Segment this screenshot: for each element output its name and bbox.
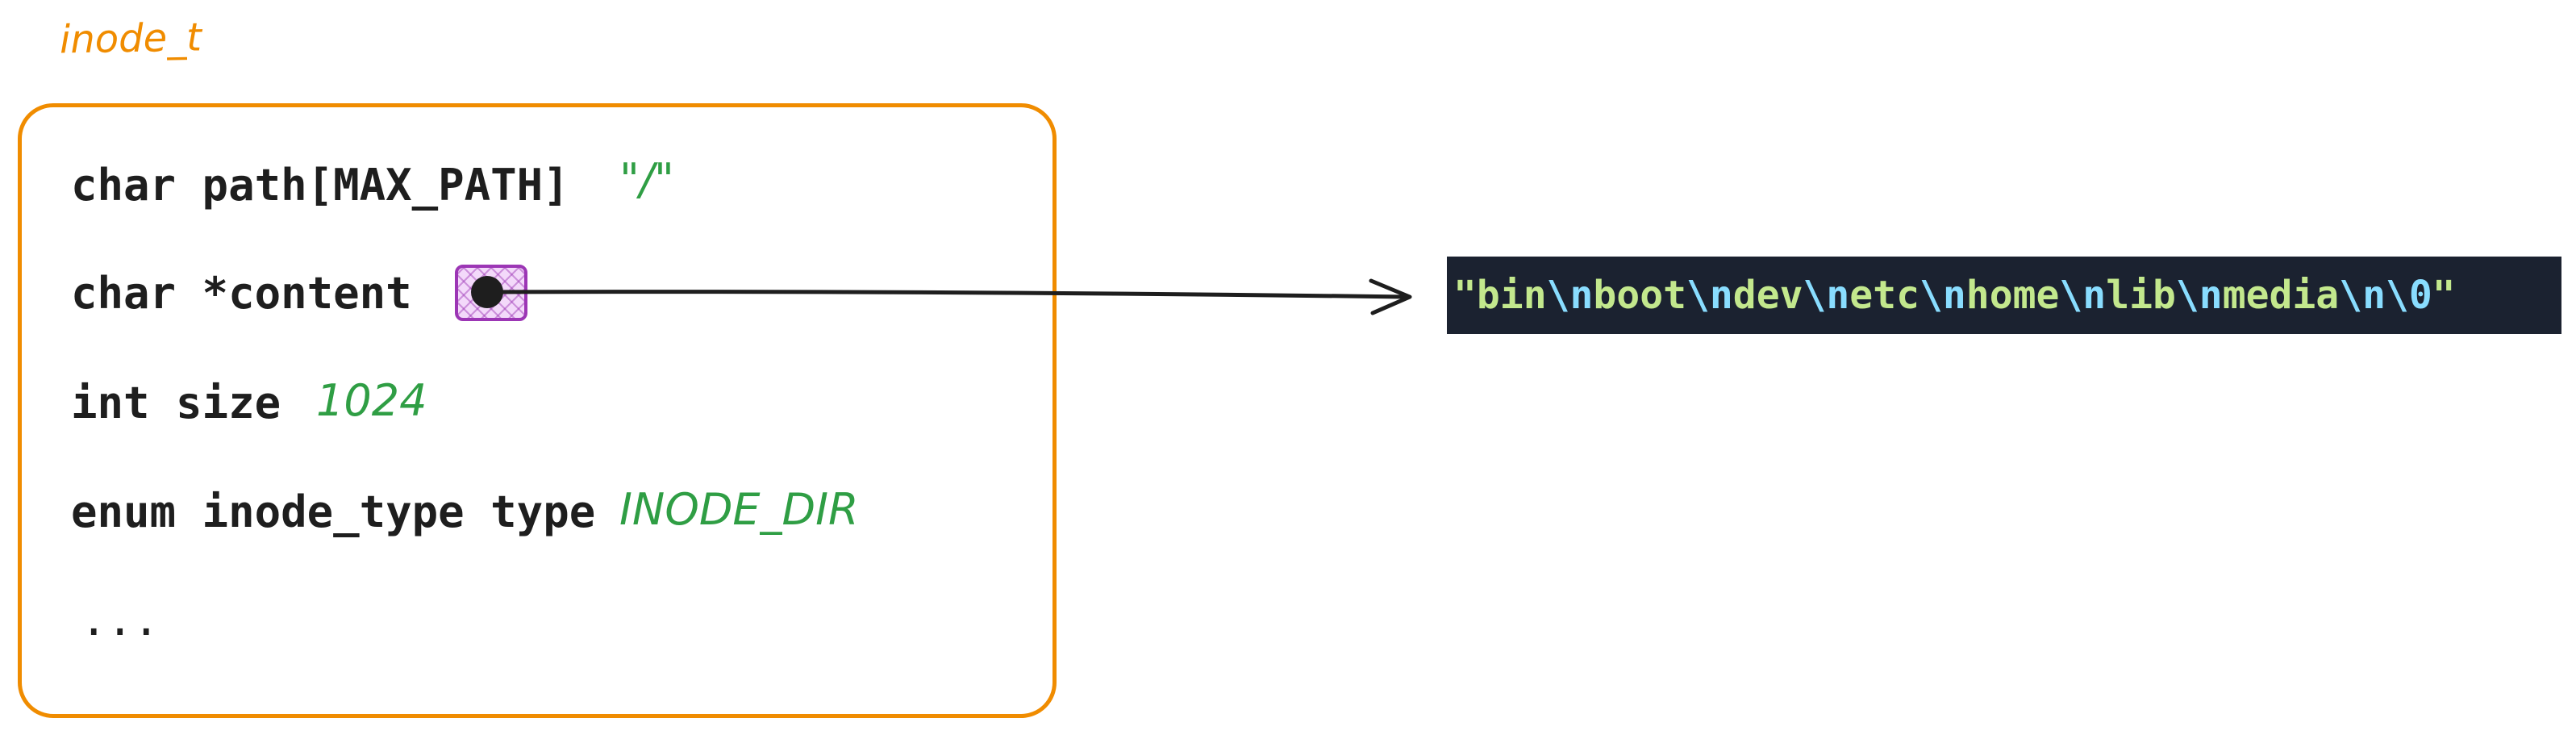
string-literal: lib — [2106, 273, 2176, 318]
string-literal: dev — [1732, 273, 1803, 318]
field-type-value: INODE_DIR — [619, 484, 859, 535]
string-literal: home — [1965, 273, 2060, 318]
string-quote-open: " — [1453, 273, 1477, 318]
field-type: enum inode_type type — [71, 486, 596, 537]
field-content: char *content — [71, 268, 412, 319]
string-quote-close: " — [2432, 273, 2456, 318]
string-escape: \n — [2339, 273, 2386, 318]
string-escape: \n — [1686, 273, 1733, 318]
field-size: int size — [71, 378, 281, 428]
string-literal: boot — [1593, 273, 1686, 318]
string-escape: \0 — [2385, 273, 2432, 318]
string-escape: \n — [1919, 273, 1966, 318]
string-escape: \n — [1546, 273, 1594, 318]
field-ellipsis: ... — [81, 595, 160, 645]
arrow-line — [485, 290, 1409, 299]
string-literal: media — [2222, 273, 2340, 318]
field-path-value: "/" — [619, 154, 674, 205]
field-size-value: 1024 — [316, 375, 427, 426]
arrow-head — [1369, 278, 1412, 315]
string-escape: \n — [1803, 273, 1850, 318]
string-escape: \n — [2175, 273, 2223, 318]
content-string: "bin\nboot\ndev\netc\nhome\nlib\nmedia\n… — [1453, 273, 2456, 318]
string-literal: etc — [1849, 273, 1919, 318]
content-string-box: "bin\nboot\ndev\netc\nhome\nlib\nmedia\n… — [1447, 257, 2561, 334]
inode-struct-box — [18, 103, 1057, 718]
string-literal: bin — [1476, 273, 1547, 318]
field-path: char path[MAX_PATH] — [71, 160, 569, 211]
string-escape: \n — [2059, 273, 2107, 318]
